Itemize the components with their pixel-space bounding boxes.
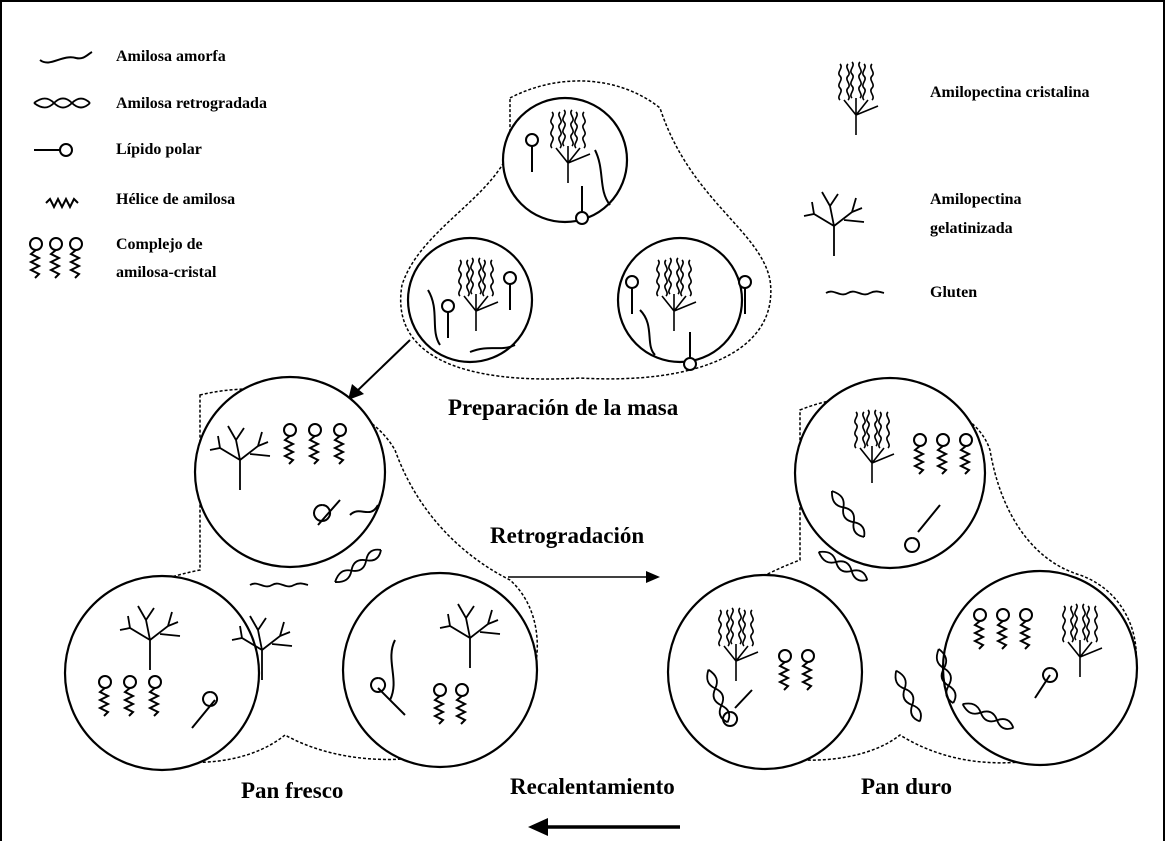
amilosa-retrogradada-icon [34, 99, 90, 108]
complejo-amilosa-icon [30, 238, 82, 278]
gluten-icon [826, 291, 884, 294]
legend-amilopectina-gel-line1: Amilopectina [930, 191, 1022, 209]
process-label-retrogradacion: Retrogradación [490, 523, 644, 549]
stage-label-pan-fresco: Pan fresco [241, 778, 343, 804]
legend-lipido-polar: Lípido polar [116, 141, 202, 159]
amilosa-amorfa-icon [40, 52, 92, 63]
amilopectina-cristalina-icon [839, 62, 878, 135]
arrow-retrogradacion [508, 571, 660, 583]
legend-amilosa-amorfa: Amilosa amorfa [116, 48, 226, 66]
process-label-recalentamiento: Recalentamiento [510, 774, 675, 800]
legend-complejo-line1: Complejo de [116, 236, 203, 254]
amilopectina-gelatinizada-icon [804, 192, 864, 256]
stage-label-pan-duro: Pan duro [861, 774, 952, 800]
legend-amilopectina-cristalina: Amilopectina cristalina [930, 84, 1090, 102]
legend-gluten: Gluten [930, 284, 977, 302]
lipido-polar-icon [34, 144, 72, 156]
legend-amilosa-retrogradada: Amilosa retrogradada [116, 95, 267, 113]
arrow-recalentamiento [528, 818, 680, 836]
legend-helice-amilosa: Hélice de amilosa [116, 191, 235, 209]
pan-fresco-cluster [65, 377, 537, 770]
masa-cluster [401, 81, 771, 379]
stage-label-masa: Preparación de la masa [448, 395, 678, 421]
pan-duro-cluster [668, 378, 1137, 769]
helice-amilosa-icon [46, 199, 78, 207]
legend-amilopectina-gel-line2: gelatinizada [930, 220, 1013, 238]
arrow-to-pan-fresco [348, 340, 410, 400]
legend-complejo-line2: amilosa-cristal [116, 264, 216, 282]
